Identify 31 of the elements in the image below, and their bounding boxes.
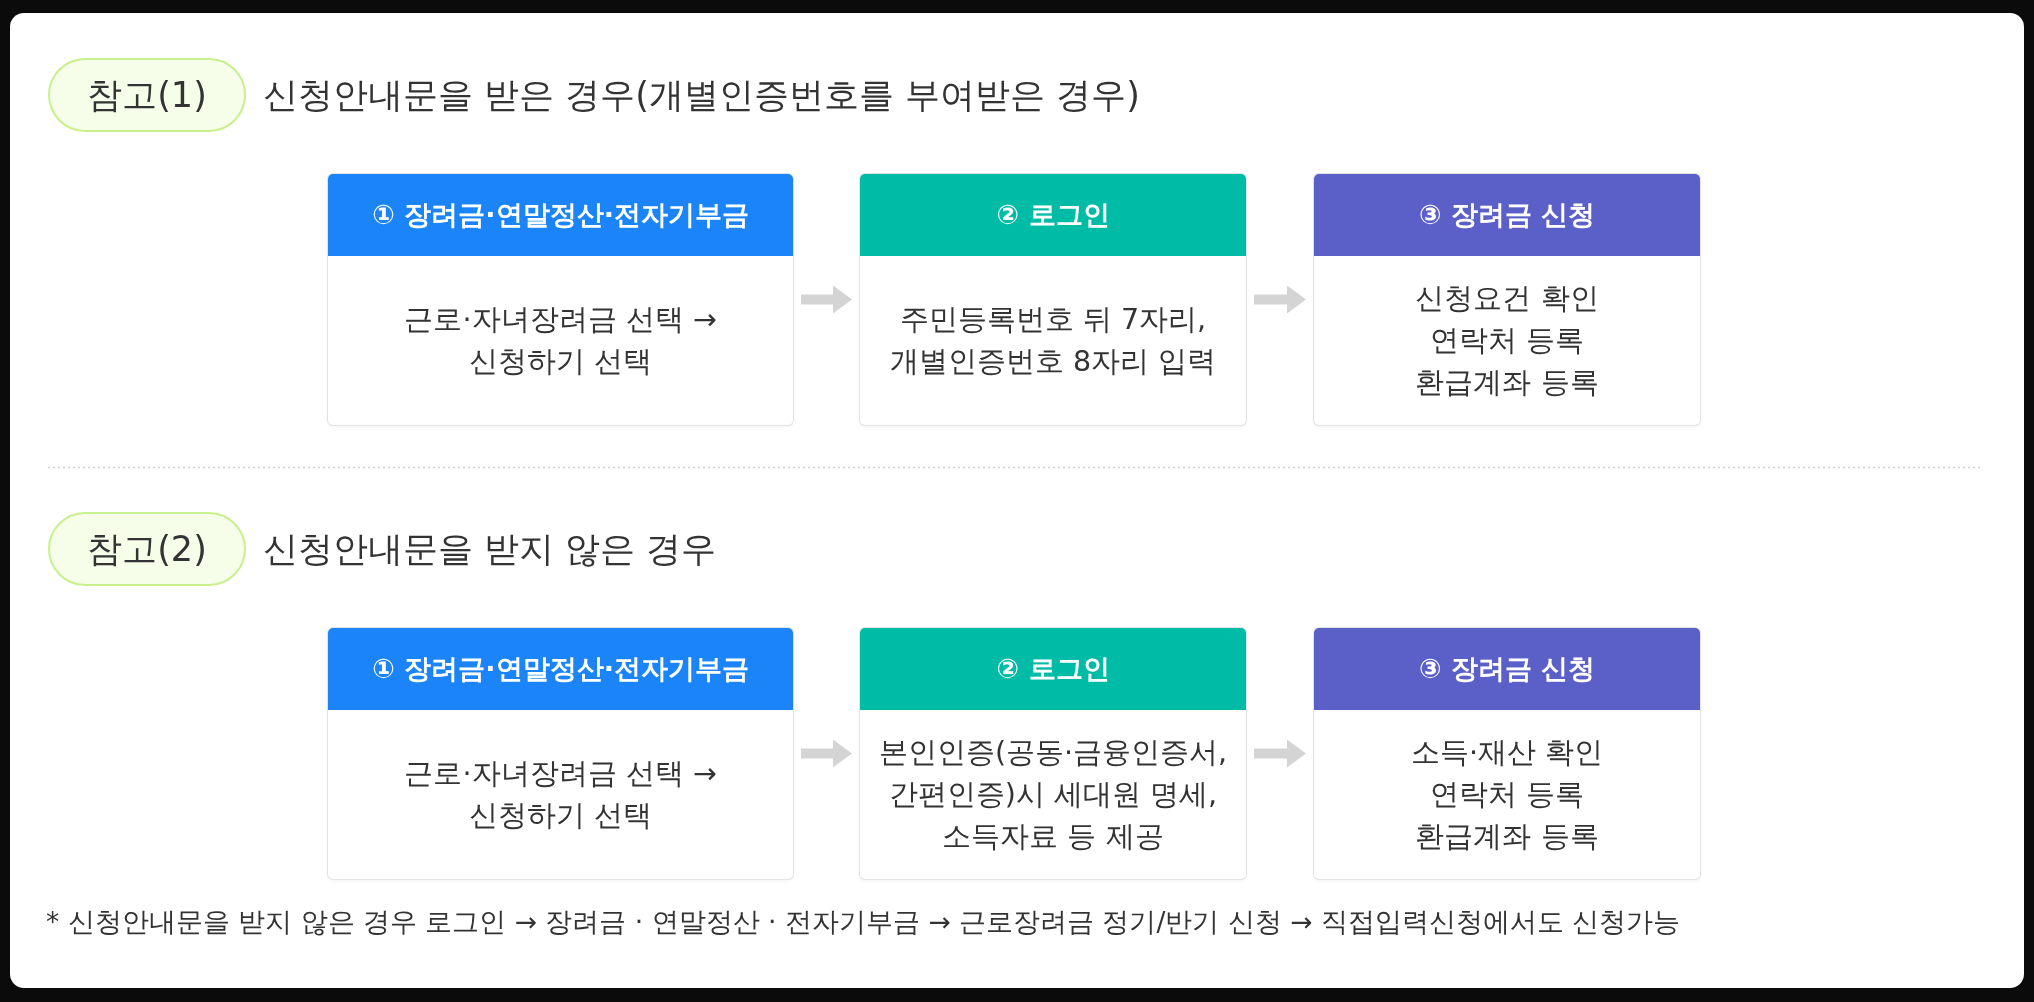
step-card [328, 628, 793, 879]
footnote: * 신청안내문을 받지 않은 경우 로그인 → 장려금 · 연말정산 · 전자기부금 → 근로장려금 정기/반기 신청 → 직접입력신청에서도 신청가능 [46, 905, 1681, 939]
step-card [860, 174, 1246, 425]
section-tag: 참고(1) [48, 58, 246, 132]
step-header: ① 장려금·연말정산·전자기부금 [328, 628, 793, 710]
step-header: ③ 장려금 신청 [1314, 174, 1700, 256]
arrow [1254, 285, 1306, 314]
arrow [1254, 739, 1306, 768]
step-card [328, 174, 793, 425]
step-description: 연락처 등록 [1428, 322, 1586, 359]
step-description: 근로·자녀장려금 선택 → 신청하기 선택 [403, 301, 718, 380]
step-description: 연락처 등록 [1428, 776, 1586, 813]
step-header: ② 로그인 [860, 174, 1246, 256]
section-tag: 참고(2) [48, 512, 246, 586]
step-header: ③ 장려금 신청 [1314, 628, 1700, 710]
step-card [1314, 628, 1700, 879]
section-heading: 신청안내문을 받은 경우(개별인증번호를 부여받은 경우) [263, 74, 1140, 116]
step-description: 신청요건 확인 [1414, 280, 1600, 317]
step-description: 환급계좌 등록 [1414, 364, 1600, 401]
step-header: ① 장려금·연말정산·전자기부금 [328, 174, 793, 256]
arrow [801, 739, 852, 768]
step-description: 근로·자녀장려금 선택 → 신청하기 선택 [403, 755, 718, 834]
step-card [860, 628, 1246, 879]
step-card [1314, 174, 1700, 425]
step-description: 환급계좌 등록 [1414, 818, 1600, 855]
step-description: 소득·재산 확인 [1409, 734, 1605, 771]
step-description: 본인인증(공동·금융인증서, 간편인증)시 세대원 명세, 소득자료 등 제공 [877, 734, 1229, 855]
arrow [801, 285, 852, 314]
step-description: 주민등록번호 뒤 7자리, 개별인증번호 8자리 입력 [888, 301, 1218, 380]
step-header: ② 로그인 [860, 628, 1246, 710]
section-heading: 신청안내문을 받지 않은 경우 [263, 528, 717, 570]
